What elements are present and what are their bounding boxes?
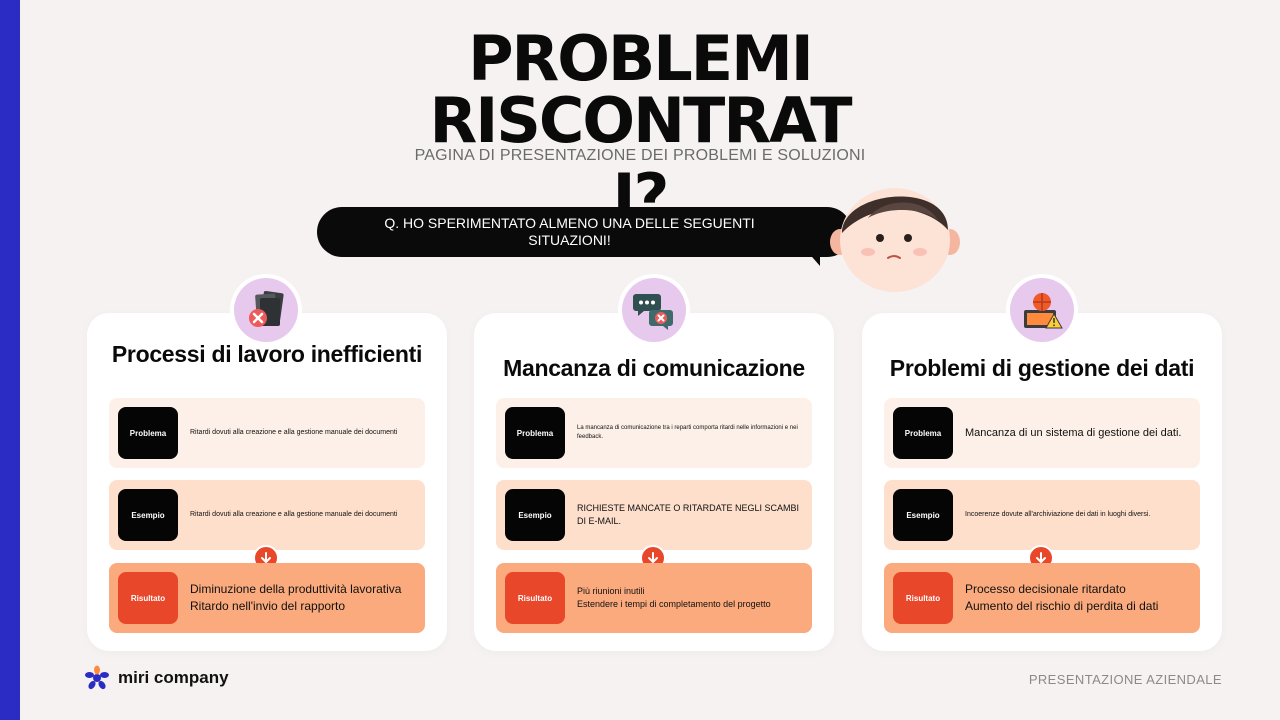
result-line2: Ritardo nell'invio del rapporto bbox=[190, 599, 346, 613]
row-problema: Problema La mancanza di comunicazione tr… bbox=[496, 398, 812, 468]
page-title-line1: PROBLEMI RISCONTRAT bbox=[429, 22, 852, 157]
question-bubble: Q. HO SPERIMENTATO ALMENO UNA DELLE SEGU… bbox=[317, 207, 852, 257]
result-line1: Più riunioni inutili bbox=[577, 586, 645, 596]
card-title: Mancanza di comunicazione bbox=[503, 355, 805, 381]
company-name: miri company bbox=[118, 668, 229, 687]
tag-risultato: Risultato bbox=[893, 572, 953, 624]
row-problema: Problema Ritardi dovuti alla creazione e… bbox=[109, 398, 425, 468]
row-risultato: Risultato Più riunioni inutili Estendere… bbox=[496, 563, 812, 633]
footer-label: PRESENTAZIONE AZIENDALE bbox=[1028, 672, 1222, 687]
row-text: Più riunioni inutili Estendere i tempi d… bbox=[577, 585, 771, 611]
tag-risultato: Risultato bbox=[505, 572, 565, 624]
result-line2: Aumento del rischio di perdita di dati bbox=[965, 599, 1159, 613]
icon-badge-dati bbox=[1006, 274, 1078, 346]
row-esempio: Esempio Incoerenze dovute all'archiviazi… bbox=[884, 480, 1200, 550]
card-title: Problemi di gestione dei dati bbox=[889, 355, 1195, 381]
side-accent-bar bbox=[0, 0, 20, 720]
data-warning-icon bbox=[1024, 293, 1063, 329]
row-problema: Problema Mancanza di un sistema di gesti… bbox=[884, 398, 1200, 468]
icon-badge-processi bbox=[230, 274, 302, 346]
tag-esempio: Esempio bbox=[505, 489, 565, 541]
row-esempio: Esempio RICHIESTE MANCATE O RITARDATE NE… bbox=[496, 480, 812, 550]
row-text: Ritardi dovuti alla creazione e alla ges… bbox=[190, 511, 398, 518]
row-esempio: Esempio Ritardi dovuti alla creazione e … bbox=[109, 480, 425, 550]
question-text: Q. HO SPERIMENTATO ALMENO UNA DELLE SEGU… bbox=[384, 215, 755, 248]
row-risultato: Risultato Diminuzione della produttività… bbox=[109, 563, 425, 633]
card-dati: Problemi di gestione dei dati Problema M… bbox=[862, 313, 1222, 651]
result-line2: Estendere i tempi di completamento del p… bbox=[577, 599, 771, 609]
row-risultato: Risultato Processo decisionale ritardato… bbox=[884, 563, 1200, 633]
card-processi: Processi di lavoro inefficienti Problema… bbox=[87, 313, 447, 651]
row-text: RICHIESTE MANCATE O RITARDATE NEGLI SCAM… bbox=[577, 503, 800, 526]
tag-problema: Problema bbox=[893, 407, 953, 459]
page-title: PROBLEMI RISCONTRAT I? bbox=[280, 28, 1000, 228]
bubble-tail bbox=[806, 250, 820, 266]
row-text: Ritardi dovuti alla creazione e alla ges… bbox=[190, 429, 398, 436]
row-text: Mancanza di un sistema di gestione dei d… bbox=[965, 427, 1182, 439]
worried-face-icon bbox=[830, 188, 960, 292]
result-line1: Diminuzione della produttività lavorativ… bbox=[190, 582, 402, 596]
tag-problema: Problema bbox=[118, 407, 178, 459]
tag-problema: Problema bbox=[505, 407, 565, 459]
documents-error-icon bbox=[249, 291, 284, 327]
icon-badge-comunicazione bbox=[618, 274, 690, 346]
tag-esempio: Esempio bbox=[118, 489, 178, 541]
card-comunicazione: Mancanza di comunicazione Problema La ma… bbox=[474, 313, 834, 651]
miri-logo-icon bbox=[85, 665, 109, 690]
row-text: Incoerenze dovute all'archiviazione dei … bbox=[965, 511, 1151, 518]
tag-risultato: Risultato bbox=[118, 572, 178, 624]
row-text: Processo decisionale ritardato Aumento d… bbox=[965, 581, 1158, 615]
page-subtitle: PAGINA DI PRESENTAZIONE DEI PROBLEMI E S… bbox=[414, 147, 866, 164]
row-text: Diminuzione della produttività lavorativ… bbox=[190, 581, 401, 615]
row-text: La mancanza di comunicazione tra i repar… bbox=[577, 425, 798, 440]
result-line1: Processo decisionale ritardato bbox=[965, 582, 1126, 596]
tag-esempio: Esempio bbox=[893, 489, 953, 541]
chat-error-icon bbox=[633, 294, 673, 330]
company-logo: miri company bbox=[84, 665, 229, 691]
